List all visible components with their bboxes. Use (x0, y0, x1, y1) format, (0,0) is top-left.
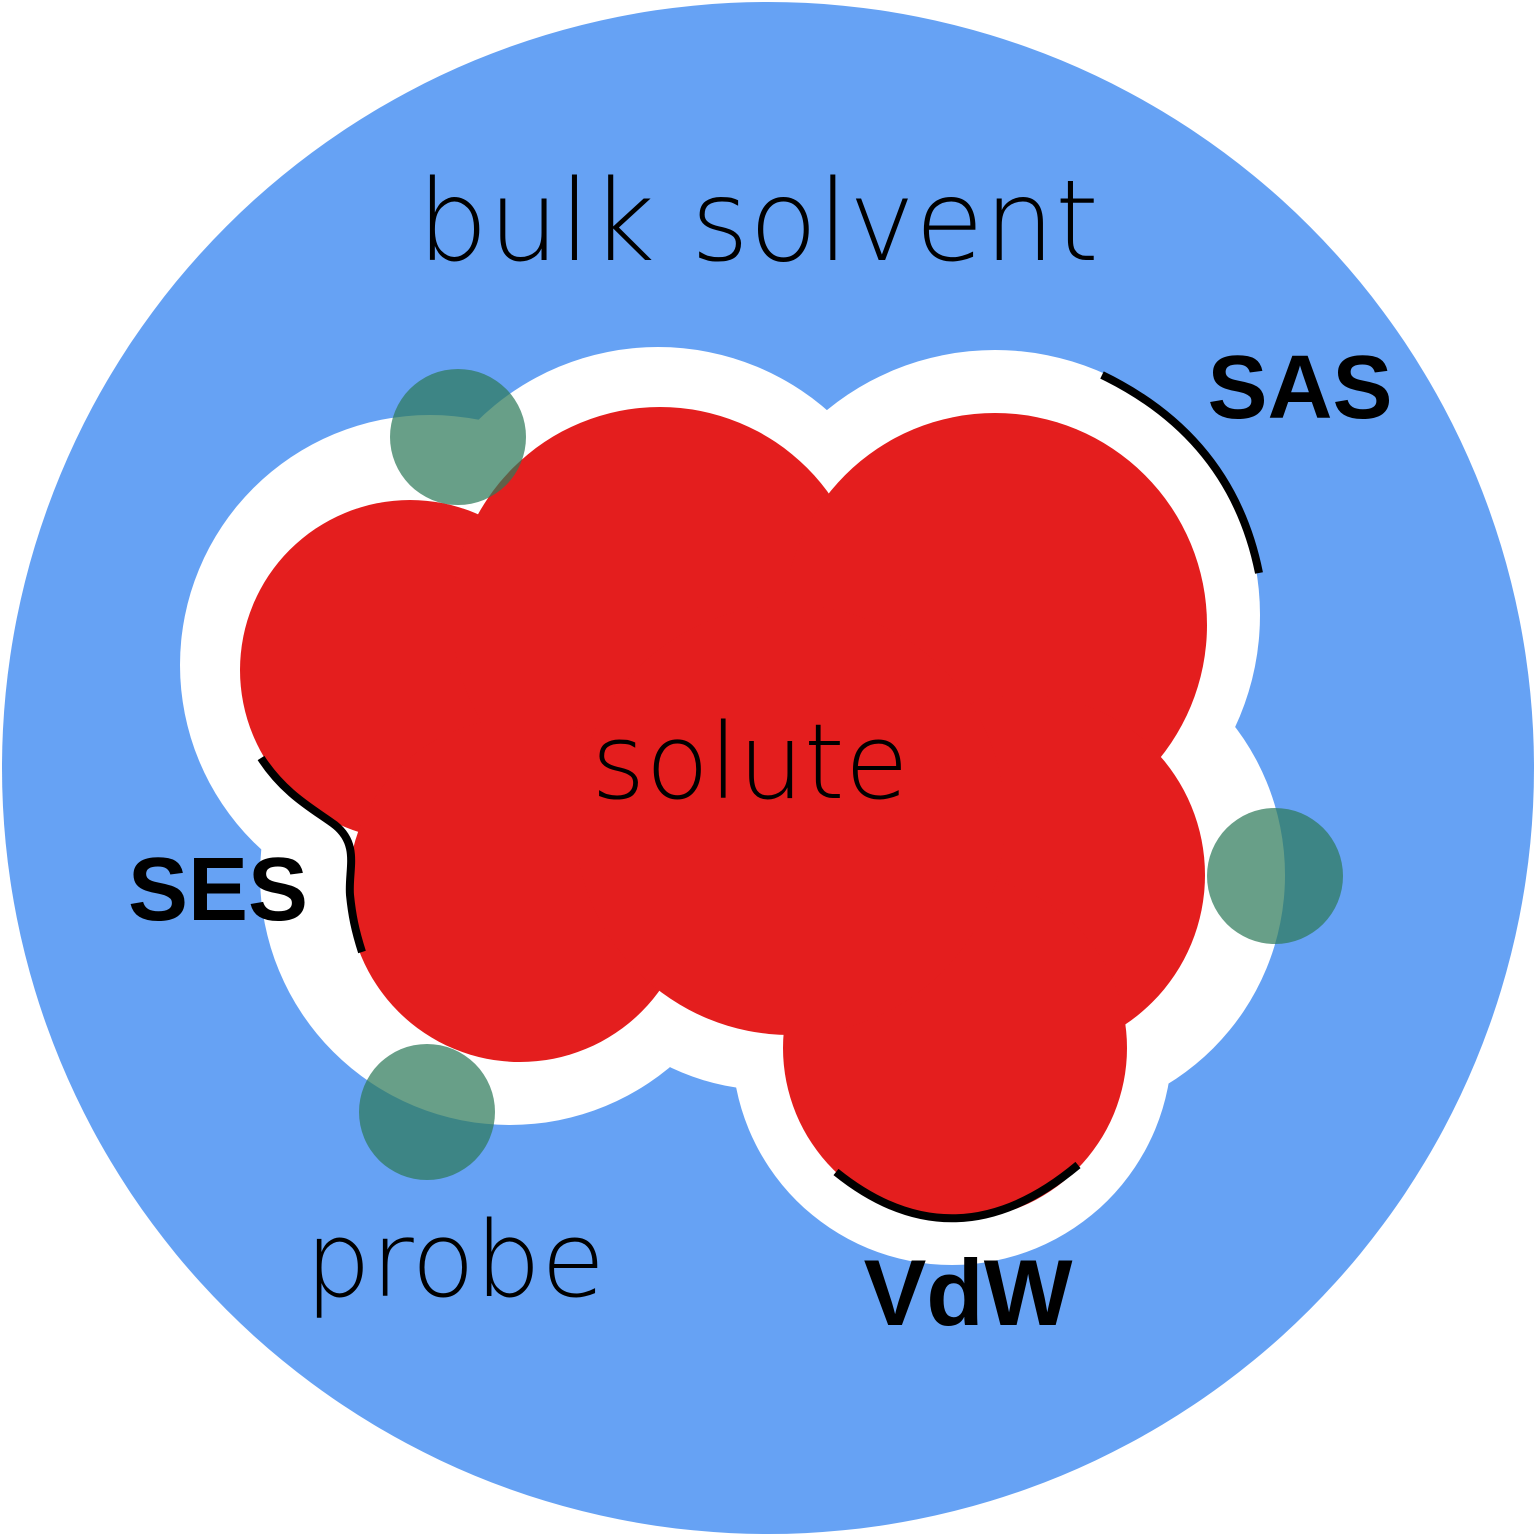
probe-spheres (359, 369, 1343, 1180)
vdw-label: VdW (864, 1240, 1073, 1345)
sas-label: SAS (1207, 338, 1392, 438)
solute-label: solute (591, 701, 908, 823)
probe-sphere-top (390, 369, 526, 505)
bulk-solvent-label: bulk solvent (417, 157, 1099, 287)
solute-atoms (240, 407, 1207, 1220)
vdw-arc (833, 1161, 1081, 1223)
ses-arc (257, 755, 366, 954)
probe-sphere-bottom (359, 1044, 495, 1180)
sas-arc (1100, 371, 1263, 574)
probe-label: probe (305, 1199, 605, 1321)
probe-sphere-right (1207, 808, 1343, 944)
ses-label: SES (128, 840, 308, 940)
